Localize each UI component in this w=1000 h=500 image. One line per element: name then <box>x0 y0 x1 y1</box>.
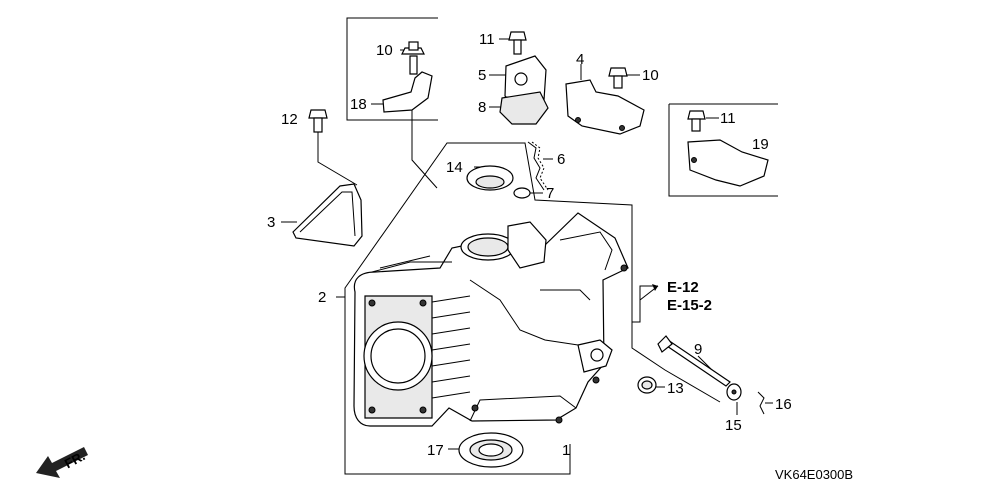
front-arrow <box>36 447 88 478</box>
callout-16[interactable]: 16 <box>775 396 792 413</box>
callout-15[interactable]: 15 <box>725 417 742 434</box>
diagram-code: VK64E0300B <box>775 467 854 482</box>
assembly-bracket-lower <box>631 322 721 403</box>
callout-10b[interactable]: 10 <box>642 67 659 84</box>
callout-17[interactable]: 17 <box>427 442 444 459</box>
part-18-bracket <box>382 71 433 113</box>
part-4-plate <box>565 79 645 135</box>
callout-3[interactable]: 3 <box>267 214 276 231</box>
callout-18[interactable]: 18 <box>350 96 367 113</box>
bolt-12 <box>308 109 328 133</box>
cylinder-block <box>353 212 629 427</box>
callout-4[interactable]: 4 <box>576 51 585 68</box>
part-16-clip <box>757 391 765 415</box>
bolt-10a <box>408 41 419 51</box>
callout-7[interactable]: 7 <box>546 185 555 202</box>
callout-14[interactable]: 14 <box>446 159 463 176</box>
part-3-shroud <box>292 183 363 247</box>
part-6-gasket <box>531 141 549 191</box>
callout-13[interactable]: 13 <box>667 380 684 397</box>
bolt-10b <box>608 67 628 89</box>
reference-e15-2[interactable]: E-15-2 <box>667 297 713 314</box>
assembly-bracket <box>344 142 658 475</box>
callout-19[interactable]: 19 <box>752 136 769 153</box>
inset-frame-19 <box>668 103 778 197</box>
callout-11a[interactable]: 11 <box>479 31 495 48</box>
callout-1[interactable]: 1 <box>562 442 571 459</box>
callout-5[interactable]: 5 <box>478 67 487 84</box>
callout-2[interactable]: 2 <box>318 289 327 306</box>
reference-e12[interactable]: E-12 <box>667 279 699 296</box>
part-7-plug <box>513 187 531 199</box>
part-19-bracket <box>687 139 769 187</box>
inset-frame-18 <box>346 17 438 121</box>
callout-11b[interactable]: 11 <box>720 110 736 127</box>
callout-8[interactable]: 8 <box>478 99 487 116</box>
bolt-11b <box>687 110 706 132</box>
ref-arrow-head <box>652 284 658 291</box>
callout-9[interactable]: 9 <box>694 341 703 358</box>
callout-6[interactable]: 6 <box>557 151 566 168</box>
callout-10a[interactable]: 10 <box>376 42 393 59</box>
callout-12[interactable]: 12 <box>281 111 298 128</box>
part-8-plate <box>499 91 549 125</box>
bolt-11a <box>508 31 527 55</box>
